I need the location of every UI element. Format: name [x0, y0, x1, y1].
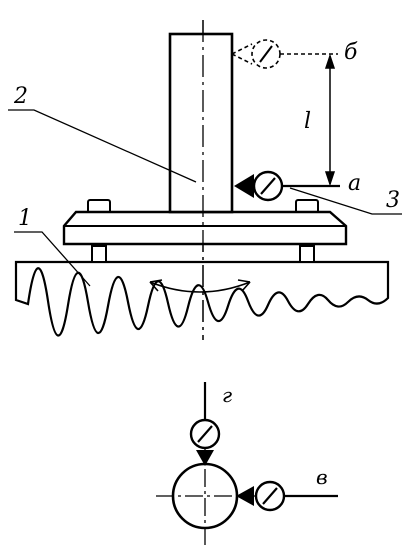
leader-2: [8, 109, 197, 183]
leader-3: [289, 187, 402, 215]
indicator-position-g: [189, 382, 221, 466]
label-position-b: б: [344, 40, 358, 65]
label-part-3: 3: [386, 188, 400, 213]
vertical-post: [168, 32, 234, 214]
label-position-g: г: [222, 383, 232, 407]
label-part-1: 1: [18, 206, 32, 231]
left-bolt: [87, 199, 111, 263]
indicator-position-a: [234, 170, 340, 202]
label-distance-l: l: [304, 109, 311, 134]
right-bolt: [295, 199, 319, 263]
flange-plate: [62, 210, 348, 246]
indicator-position-v: [236, 480, 338, 512]
rotation-arrow: [149, 279, 251, 293]
leader-1: [14, 231, 91, 287]
base-table: [14, 260, 390, 337]
dimension-l: [324, 53, 336, 187]
label-part-2: 2: [13, 84, 28, 109]
label-position-v: в: [316, 465, 328, 489]
label-position-a: а: [348, 171, 361, 196]
indicator-position-b: [231, 39, 338, 69]
